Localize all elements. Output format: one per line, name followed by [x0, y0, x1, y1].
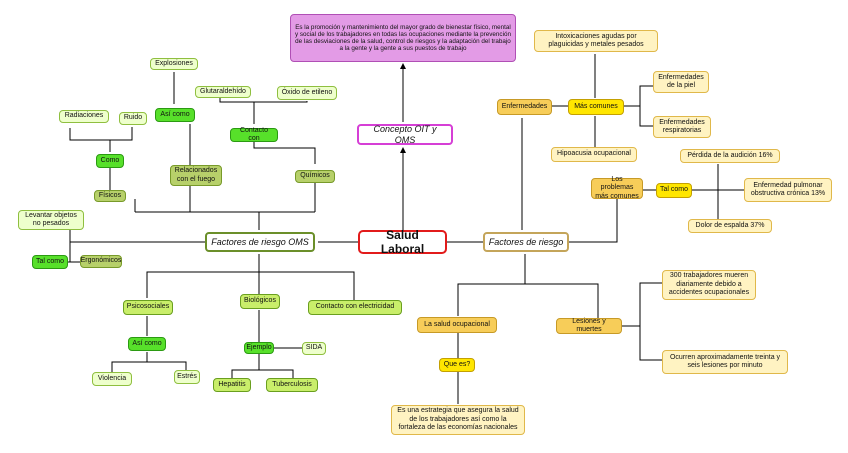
- lesiones-muertes-node[interactable]: Lesiones y muertes: [556, 318, 622, 334]
- psicosociales-node[interactable]: Psicosociales: [123, 300, 173, 315]
- glutaraldehido-node[interactable]: Glutaraldehído: [195, 86, 251, 98]
- radiaciones-node[interactable]: Radiaciones: [59, 110, 109, 123]
- tal-como-riesgo-node[interactable]: Tal como: [656, 183, 692, 198]
- tuberculosis-node[interactable]: Tuberculosis: [266, 378, 318, 392]
- enfermedades-respiratorias-node[interactable]: Enfermedades respiratorias: [653, 116, 711, 138]
- fisicos-node[interactable]: Físicos: [94, 190, 126, 202]
- oxido-etileno-node[interactable]: Óxido de etileno: [277, 86, 337, 100]
- que-es-node[interactable]: Que es?: [439, 358, 475, 372]
- quimicos-node[interactable]: Químicos: [295, 170, 335, 183]
- epoc-node[interactable]: Enfermedad pulmonar obstructiva crónica …: [744, 178, 832, 202]
- levantar-objetos-node[interactable]: Levantar objetos no pesados: [18, 210, 84, 230]
- ergonomicos-node[interactable]: Ergonómicos: [80, 255, 122, 268]
- estres-node[interactable]: Estrés: [174, 370, 200, 384]
- violencia-node[interactable]: Violencia: [92, 372, 132, 386]
- relacionados-fuego-node[interactable]: Relacionados con el fuego: [170, 165, 222, 186]
- factores-riesgo-node[interactable]: Factores de riesgo: [483, 232, 569, 252]
- hipoacusia-node[interactable]: Hipoacusia ocupacional: [551, 147, 637, 162]
- dolor-espalda-node[interactable]: Dolor de espalda 37%: [688, 219, 772, 233]
- como-node[interactable]: Como: [96, 154, 124, 168]
- ocurren-lesiones-node[interactable]: Ocurren aproximadamente treinta y seis l…: [662, 350, 788, 374]
- biologicos-node[interactable]: Biológicos: [240, 294, 280, 309]
- ruido-node[interactable]: Ruido: [119, 112, 147, 125]
- enfermedades-piel-node[interactable]: Enfermedades de la piel: [653, 71, 709, 93]
- contacto-con-node[interactable]: Contacto con: [230, 127, 278, 142]
- problemas-comunes-node[interactable]: Los problemas más comunes: [591, 176, 643, 200]
- intoxicaciones-node[interactable]: Intoxicaciones agudas por plaguicidas y …: [534, 30, 658, 52]
- trabajadores-mueren-node[interactable]: 300 trabajadores mueren diariamente debi…: [662, 270, 756, 300]
- sida-node[interactable]: SIDA: [302, 342, 326, 355]
- salud-ocupacional-node[interactable]: La salud ocupacional: [417, 317, 497, 333]
- concepto-definition-node[interactable]: Es la promoción y mantenimiento del mayo…: [290, 14, 516, 62]
- asi-como-psicosociales-node[interactable]: Así como: [128, 337, 166, 351]
- enfermedades-node[interactable]: Enfermedades: [497, 99, 552, 115]
- ejemplo-node[interactable]: Ejemplo: [244, 342, 274, 354]
- mas-comunes-node[interactable]: Más comunes: [568, 99, 624, 115]
- concepto-oit-oms-node[interactable]: Concepto OIT y OMS: [357, 124, 453, 145]
- central-topic-salud-laboral[interactable]: Salud Laboral: [358, 228, 447, 256]
- asi-como-node[interactable]: Así como: [155, 108, 195, 122]
- tal-como-oms-node[interactable]: Tal como: [32, 255, 68, 269]
- explosiones-node[interactable]: Explosiones: [150, 58, 198, 70]
- factores-riesgo-oms-node[interactable]: Factores de riesgo OMS: [205, 232, 315, 252]
- perdida-audicion-node[interactable]: Pérdida de la audición 16%: [680, 149, 780, 163]
- hepatitis-node[interactable]: Hepatitis: [213, 378, 251, 392]
- estrategia-node[interactable]: Es una estrategia que asegura la salud d…: [391, 405, 525, 435]
- contacto-electricidad-node[interactable]: Contacto con electricidad: [308, 300, 402, 315]
